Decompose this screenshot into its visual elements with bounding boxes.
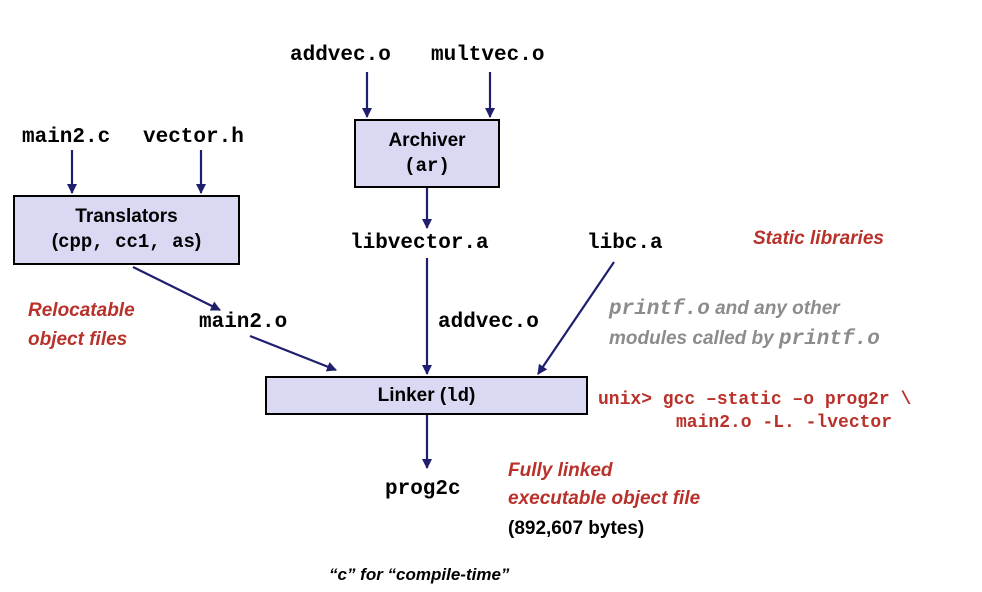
fully-linked-label-line1: Fully linked — [508, 460, 613, 481]
archiver-title: Archiver — [388, 130, 466, 151]
bytes-label: (892,607 bytes) — [508, 518, 645, 539]
file-addvec-o-member: addvec.o — [438, 311, 539, 334]
file-libc-a: libc.a — [587, 232, 663, 255]
translators-commands: (cpp, cc1, as) — [51, 231, 202, 253]
translators-box: Translators (cpp, cc1, as) — [13, 195, 240, 265]
arrow-libc-to-linker — [537, 261, 615, 375]
file-addvec-o: addvec.o — [290, 44, 391, 67]
file-main2-c: main2.c — [22, 126, 111, 149]
file-multvec-o: multvec.o — [431, 44, 545, 67]
relocatable-label-line1: Relocatable — [28, 300, 135, 321]
footnote: “c” for “compile-time” — [329, 565, 510, 584]
file-prog2c: prog2c — [385, 478, 461, 501]
fully-linked-label-line2: executable object file — [508, 488, 701, 509]
static-libraries-label: Static libraries — [753, 228, 884, 249]
archiver-command: (ar) — [404, 155, 450, 177]
translators-title: Translators — [75, 206, 178, 227]
file-main2-o: main2.o — [199, 311, 288, 334]
file-vector-h: vector.h — [143, 126, 244, 149]
linker-title: Linker (ld) — [377, 385, 476, 407]
archiver-box: Archiver (ar) — [354, 119, 500, 188]
arrow-main2o-to-linker — [249, 334, 337, 372]
file-libvector-a: libvector.a — [350, 232, 489, 255]
printf-note-line2: modules called by printf.o — [609, 328, 880, 351]
relocatable-label-line2: object files — [28, 329, 128, 350]
arrow-translators-to-main2o — [132, 266, 221, 311]
gcc-command-line1: unix> gcc –static –o prog2r \ — [598, 390, 912, 410]
printf-note-line1: printf.o and any other — [609, 298, 840, 321]
gcc-command-line2: main2.o -L. -lvector — [676, 413, 893, 433]
linker-box: Linker (ld) — [265, 376, 588, 415]
